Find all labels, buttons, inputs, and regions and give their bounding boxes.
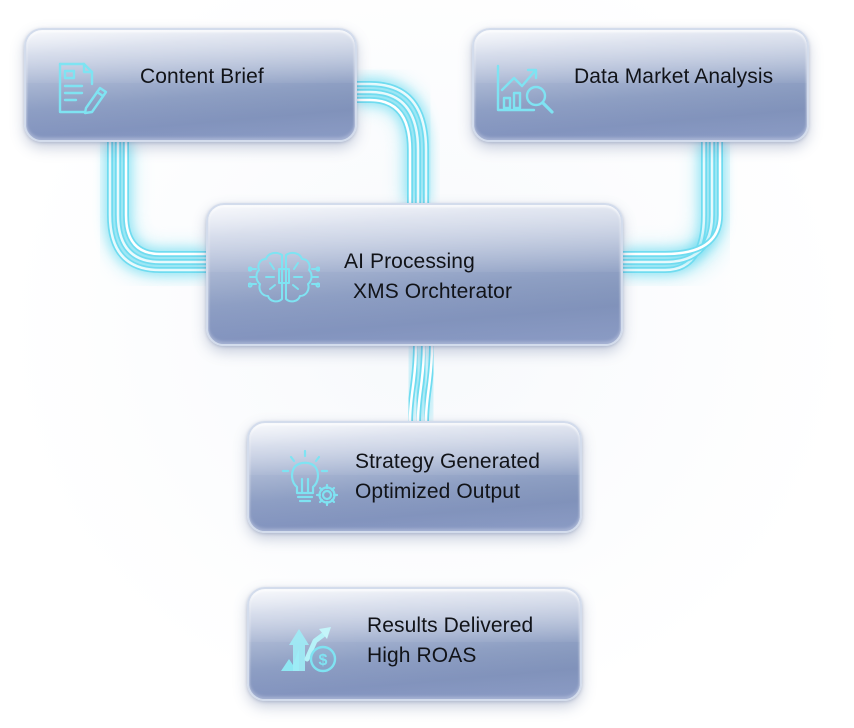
label-line: Data Market Analysis — [574, 65, 774, 88]
connector-strand-glow — [123, 142, 207, 257]
node-results-delivered: $ Results Delivered High ROAS — [247, 587, 582, 701]
connector-strand-glow — [357, 97, 413, 203]
label-line: Strategy Generated — [355, 450, 541, 473]
document-edit-icon — [54, 60, 110, 116]
svg-text:$: $ — [319, 652, 328, 669]
connector-strand-glow — [415, 345, 427, 422]
connector-ai-to-strategy — [403, 345, 439, 422]
node-label: Data Market Analysis — [574, 62, 773, 92]
connector-strand-glow — [623, 142, 723, 257]
connector-halo — [357, 77, 433, 203]
connector-strand-core — [357, 90, 420, 203]
connector-strand-core — [408, 345, 418, 422]
node-content-brief: Content Brief — [24, 28, 357, 142]
chart-magnifier-icon — [494, 60, 560, 116]
connector-strand-core — [416, 345, 426, 422]
connector-data-to-ai — [623, 142, 727, 277]
connector-strand-core — [623, 142, 714, 264]
connector-strand-glow — [407, 345, 419, 422]
connector-strand-glow — [357, 81, 429, 203]
connector-strand-core — [116, 142, 207, 264]
node-strategy-generated: Strategy Generated Optimized Output — [247, 421, 582, 533]
label-line: High ROAS — [367, 644, 477, 667]
connector-brief-right-to-ai — [357, 77, 433, 203]
lightbulb-gear-icon — [279, 449, 343, 509]
node-ai-processing: AI Processing XMS Orchterator — [206, 203, 623, 346]
label-line: AI Processing — [344, 250, 475, 273]
connector-strand-core — [424, 345, 434, 422]
connector-halo — [103, 142, 207, 277]
label-line: Optimized Output — [355, 480, 521, 503]
connector-strand-core — [124, 142, 207, 256]
node-label: Strategy Generated Optimized Output — [355, 447, 540, 507]
connector-strand-glow — [357, 89, 421, 203]
node-label: Results Delivered High ROAS — [367, 611, 533, 671]
growth-dollar-icon: $ — [279, 615, 345, 677]
connector-halo — [403, 345, 439, 422]
node-data-market-analysis: Data Market Analysis — [472, 28, 809, 142]
connector-strand-glow — [623, 142, 707, 273]
connector-strand-core — [357, 98, 412, 203]
connector-strand-core — [623, 142, 706, 272]
label-line: XMS Orchterator — [353, 280, 513, 303]
connector-strand-glow — [423, 345, 435, 422]
node-label: Content Brief — [140, 62, 264, 92]
connector-strand-glow — [107, 142, 207, 273]
connector-strand-glow — [115, 142, 207, 265]
label-line: Content Brief — [140, 65, 264, 88]
connector-strand-core — [623, 142, 722, 256]
connector-brief-left-to-ai — [103, 142, 207, 277]
circuit-brain-icon — [248, 249, 320, 305]
connector-strand-glow — [623, 142, 715, 265]
label-line: Results Delivered — [367, 614, 534, 637]
connector-strand-core — [357, 82, 428, 203]
connector-strand-core — [108, 142, 207, 272]
node-label: AI Processing XMS Orchterator — [344, 247, 512, 307]
connector-halo — [623, 142, 727, 277]
